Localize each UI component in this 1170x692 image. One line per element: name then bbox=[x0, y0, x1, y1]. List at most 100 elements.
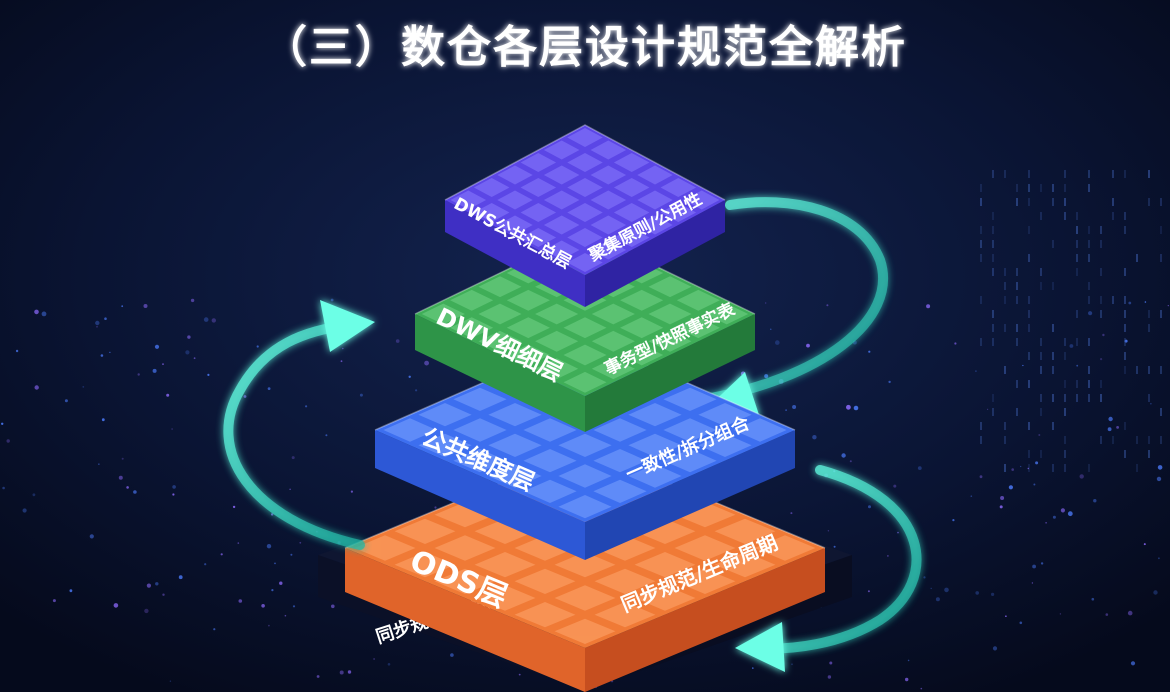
grid-tile bbox=[488, 464, 542, 488]
grid-tile bbox=[488, 433, 542, 457]
grid-tile bbox=[563, 344, 607, 366]
grid-tile bbox=[453, 449, 507, 473]
grid-tile bbox=[620, 289, 664, 311]
layer-right-face bbox=[585, 548, 825, 692]
grid-tile bbox=[567, 178, 603, 197]
grid-tile bbox=[554, 552, 616, 578]
grid-tile bbox=[474, 552, 536, 578]
grid-tile bbox=[434, 568, 496, 594]
grid-tile bbox=[523, 418, 577, 442]
grid-tile bbox=[698, 433, 752, 457]
grid-tile bbox=[497, 190, 533, 210]
grid-tile bbox=[620, 344, 664, 366]
page-title: （三）数仓各层设计规范全解析 bbox=[263, 22, 907, 73]
grid-tile bbox=[590, 215, 627, 235]
grid-tile bbox=[660, 203, 697, 222]
grid-tile bbox=[474, 585, 536, 611]
grid-tile bbox=[613, 178, 650, 197]
grid-tile bbox=[535, 330, 579, 352]
grid-tile bbox=[754, 535, 816, 561]
grid-tile bbox=[558, 464, 612, 488]
grid-tile bbox=[698, 403, 752, 427]
grid-tile bbox=[648, 330, 692, 352]
grid-tile bbox=[567, 153, 603, 172]
grid-tile bbox=[628, 464, 682, 488]
grid-tile bbox=[567, 128, 603, 147]
grid-tile bbox=[506, 317, 550, 339]
grid-tile bbox=[637, 215, 673, 235]
layer-right-face bbox=[585, 314, 755, 432]
grid-tile bbox=[497, 215, 533, 235]
layer-left-face bbox=[375, 430, 585, 560]
grid-tile bbox=[394, 552, 456, 578]
grid-tile bbox=[593, 479, 647, 503]
grid-tile bbox=[520, 228, 557, 247]
grid-tile bbox=[450, 190, 487, 210]
grid-tile bbox=[421, 303, 465, 325]
grid-tile bbox=[663, 418, 717, 442]
layer-grid bbox=[450, 128, 720, 272]
grid-tile bbox=[590, 240, 627, 260]
grid-tile bbox=[543, 240, 580, 260]
grid-tile bbox=[637, 190, 673, 210]
grid-tile bbox=[563, 317, 607, 339]
grid-tile bbox=[473, 178, 510, 197]
layer-dwv: DWV细细层事务型/快照事实表 bbox=[414, 231, 756, 432]
grid-tile bbox=[591, 303, 635, 325]
grid-tile bbox=[591, 330, 635, 352]
layer-top-face bbox=[415, 232, 755, 396]
grid-tile bbox=[628, 403, 682, 427]
grid-tile bbox=[453, 387, 507, 411]
grid-tile bbox=[613, 228, 650, 247]
grid-tile bbox=[523, 449, 577, 473]
curved-arrow-icon bbox=[755, 465, 922, 654]
layer-left-face bbox=[445, 200, 585, 307]
grid-tile bbox=[520, 153, 557, 172]
grid-tile bbox=[514, 602, 576, 628]
grid-tile bbox=[497, 165, 533, 185]
grid-tile bbox=[676, 289, 720, 311]
grid-tile bbox=[543, 165, 580, 185]
grid-tile bbox=[418, 403, 472, 427]
grid-tile bbox=[567, 203, 603, 222]
grid-tile bbox=[418, 433, 472, 457]
grid-tile bbox=[628, 433, 682, 457]
arrow-head-icon bbox=[735, 622, 785, 672]
grid-tile bbox=[593, 418, 647, 442]
layer-dws: DWS公共汇总层聚集原则/公用性 bbox=[444, 124, 726, 307]
grid-tile bbox=[714, 518, 776, 544]
grid-tile bbox=[543, 215, 580, 235]
grid-tile bbox=[590, 165, 627, 185]
grid-tile bbox=[567, 228, 603, 247]
grid-tile bbox=[434, 535, 496, 561]
grid-tile bbox=[674, 535, 736, 561]
grid-tile bbox=[563, 371, 607, 393]
grid-tile bbox=[637, 165, 673, 185]
grid-tile bbox=[676, 317, 720, 339]
grid-tile bbox=[663, 449, 717, 473]
grid-tile bbox=[520, 178, 557, 197]
grid-tile bbox=[674, 568, 736, 594]
grid-tile bbox=[523, 479, 577, 503]
code-rain-decoration bbox=[980, 170, 1162, 472]
grid-tile bbox=[733, 418, 787, 442]
grid-tile bbox=[660, 178, 697, 197]
grid-tile bbox=[506, 344, 550, 366]
grid-tile bbox=[567, 253, 603, 272]
grid-tile bbox=[593, 449, 647, 473]
grid-tile bbox=[634, 552, 696, 578]
grid-tile bbox=[714, 552, 776, 578]
grid-tile bbox=[648, 303, 692, 325]
grid-tile bbox=[478, 276, 522, 298]
grid-tile bbox=[453, 418, 507, 442]
grid-tile bbox=[591, 358, 635, 380]
grid-tile bbox=[473, 203, 510, 222]
curved-arrow-icon bbox=[695, 197, 888, 405]
swirl-arrows-front bbox=[223, 300, 922, 672]
layer-stack: ODS层同步规范/生命周期公共维度层一致性/拆分组合DWV细细层事务型/快照事实… bbox=[344, 124, 826, 692]
grid-tile bbox=[383, 418, 437, 442]
grid-tile bbox=[543, 140, 580, 160]
grid-tile bbox=[594, 602, 656, 628]
